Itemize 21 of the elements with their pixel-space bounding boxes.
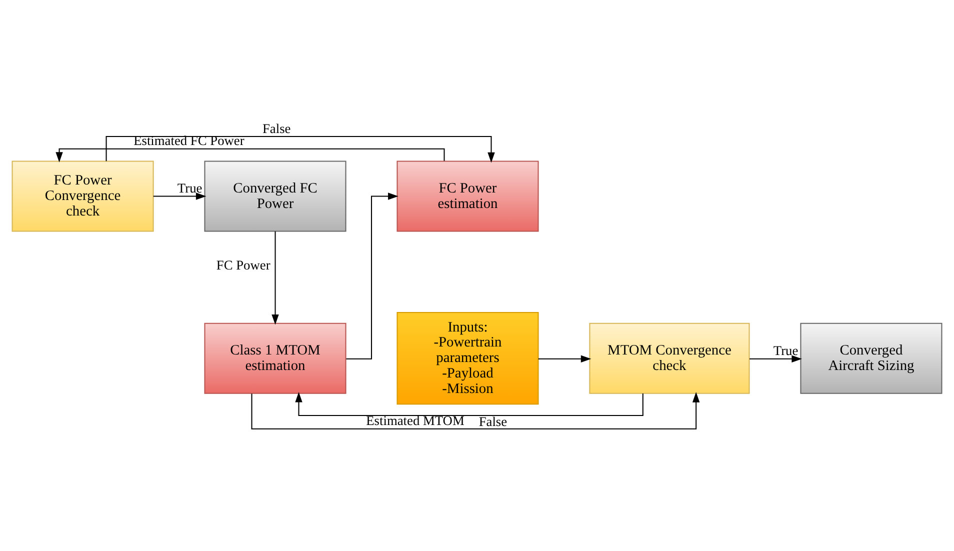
node-box: Class 1 MTOM estimation [204, 322, 346, 394]
edge-label: Estimated MTOM [366, 412, 464, 428]
node-box: Converged FC Power [204, 160, 346, 232]
arrow [295, 392, 644, 416]
arrow [538, 354, 592, 362]
node-box: Inputs: -Powertrain parameters -Payload -Mission [396, 312, 539, 404]
arrow [272, 230, 279, 324]
node-box: MTOM Convergence check [589, 322, 750, 394]
edge-label: FC Power [216, 256, 270, 272]
edge-label: False [262, 120, 291, 136]
arrow [346, 192, 398, 359]
arrow [106, 136, 495, 162]
arrow [251, 392, 700, 429]
node-box: FC Power Convergence check [12, 160, 154, 232]
node-box: Converged Aircraft Sizing [800, 322, 942, 394]
edge-label: True [773, 342, 798, 358]
arrow [750, 354, 802, 362]
edge-label: True [177, 180, 202, 196]
edge-label: False [478, 414, 508, 429]
arrow [153, 192, 206, 200]
node-box: FC Power estimation [396, 160, 539, 232]
